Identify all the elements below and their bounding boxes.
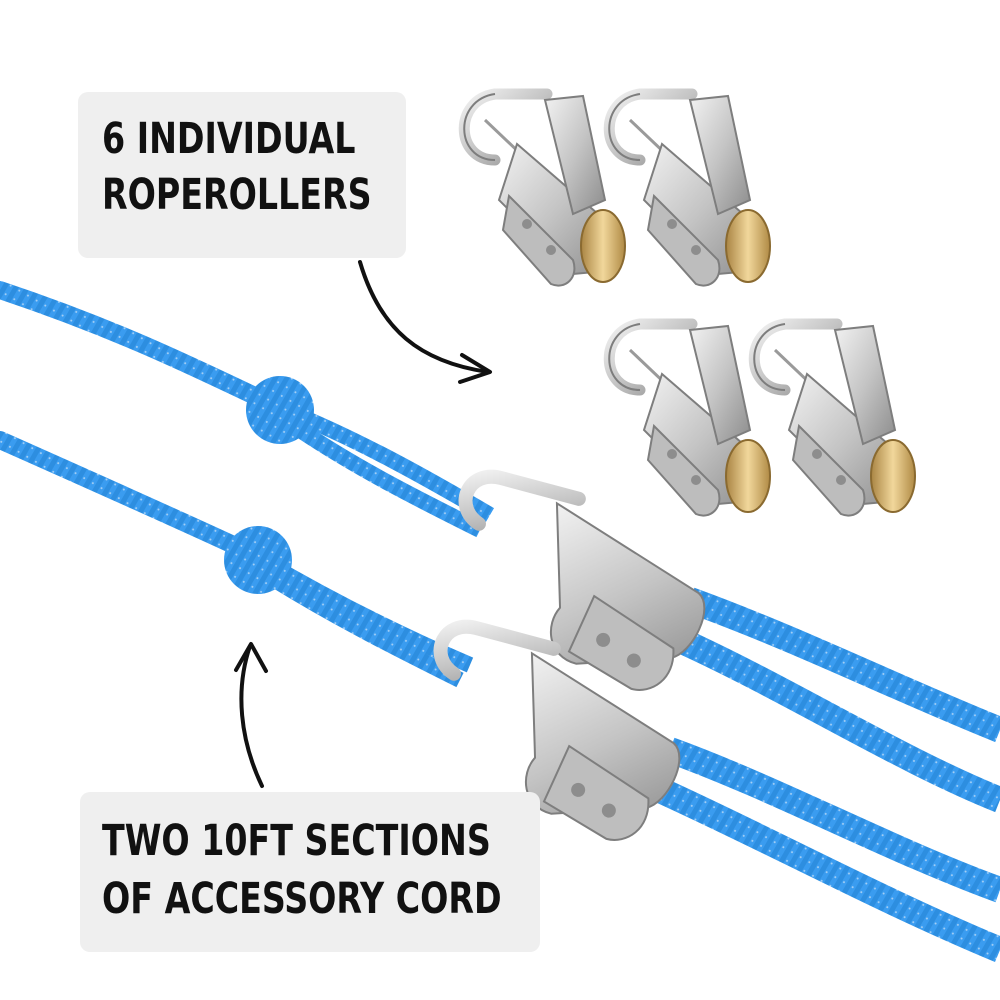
roperoller-1 <box>464 94 625 286</box>
callout-accessory-cord: TWO 10FT SECTIONS OF ACCESSORY CORD <box>80 792 540 952</box>
callout-accessory-cord-line2: OF ACCESSORY CORD <box>102 874 502 924</box>
accessory-cord-upper <box>0 281 1000 813</box>
roperoller-3 <box>609 324 770 516</box>
knot-lower <box>224 526 292 594</box>
knot-upper <box>246 376 314 444</box>
arrow-to-cord <box>234 642 268 788</box>
roperoller-group <box>464 94 915 516</box>
roperoller-4 <box>754 324 915 516</box>
roperoller-attached-2 <box>433 619 681 841</box>
callout-roperollers-line2: ROPEROLLERS <box>102 170 372 220</box>
roperoller-attached-1 <box>458 469 706 691</box>
arrow-to-roperollers <box>358 260 492 384</box>
callout-roperollers: 6 INDIVIDUAL ROPEROLLERS <box>78 92 406 258</box>
callout-accessory-cord-line1: TWO 10FT SECTIONS <box>102 816 491 866</box>
roperoller-2 <box>609 94 770 286</box>
callout-roperollers-line1: 6 INDIVIDUAL <box>102 114 356 164</box>
